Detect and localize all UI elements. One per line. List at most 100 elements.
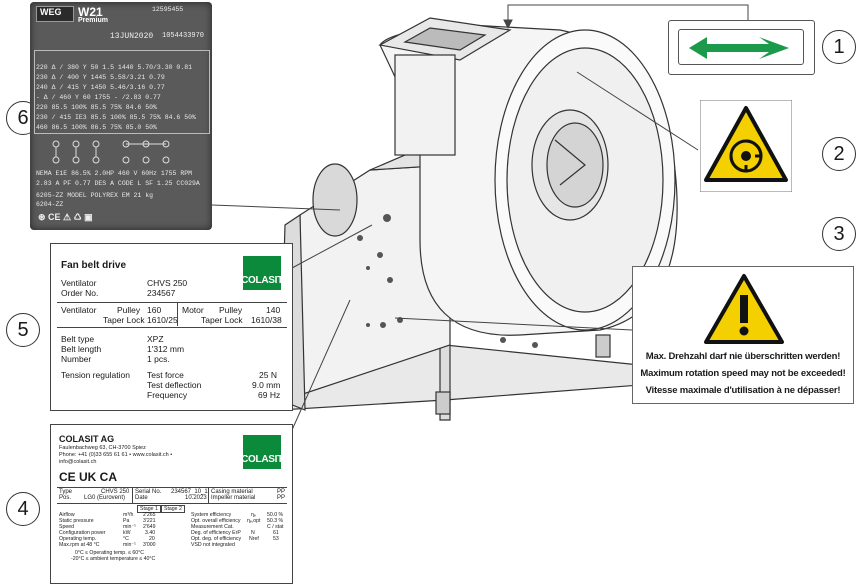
casing-value: PP [277,489,286,495]
tension-label: Tension regulation [61,370,130,380]
belt-length-value: 1'312 mm [147,344,185,354]
callout-1: 1 [822,30,856,64]
spec-label: Speed [59,524,75,530]
plate-row: 460 86.5 100% 86.5 75% 85.0 50% [36,124,157,131]
colasit-logo: COLASIT [241,256,283,290]
general-warning-icon [704,274,784,344]
spec-unit: kW [123,530,131,536]
frequency-value: 69 Hz [258,390,281,400]
efficiency-value: 53 [273,536,279,542]
plate-row: 230 Δ / 400 Y 1445 5.58/3.21 0.79 [36,74,165,81]
spec-unit: Pa [123,518,130,524]
impeller-value: PP [277,495,286,501]
impeller-label: Impeller material [211,495,256,501]
number-label: Number [61,354,92,364]
belt-type-value: XPZ [147,334,164,344]
efficiency-label: Opt. overall efficiency [191,518,241,524]
spec-label: Configuration power [59,530,106,536]
company-email: info@colasit.ch [59,459,97,465]
company-address: Faulenbachweg 63, CH-3700 Spiez [59,445,146,451]
test-force-value: 25 N [259,370,277,380]
plate-brand: WEG [40,7,62,17]
pulley-label: Pulley [117,305,141,315]
plate-line: Premium [78,17,108,24]
plate-row: 6205-ZZ MODEL POLYREX EM 21 kg [36,192,154,199]
rotating-parts-warning-icon [700,100,792,192]
pos-label: Pos. [59,495,72,501]
colasit-logo: COLASIT [241,435,283,469]
plate-row: 6204-ZZ [36,201,64,208]
plate-model: W21 [78,5,103,19]
spec-unit: min⁻¹ [123,542,136,548]
taper-label: Taper Lock [103,315,145,325]
efficiency-value: 61 [273,530,279,536]
number-value: 1 pcs. [147,354,170,364]
spec-value: 2'649 [143,524,156,530]
efficiency-symbol: ηₑ,opt [247,518,261,524]
vent-taper-value: 1610/25 [147,315,178,325]
spec-label: Airflow [59,512,75,518]
efficiency-label: VSD not integrated [191,542,235,548]
efficiency-symbol: ηₑ [251,512,256,518]
callout-5: 5 [6,313,40,347]
conformity-marks: CE UK CA [59,470,118,484]
date-value: 10.2023 [185,495,207,501]
callout-2: 2 [822,137,856,171]
type-value: CHVS 250 [101,489,130,495]
date-label: Date [135,495,148,501]
temp-range-ambient: -20°C ≤ ambient temperature ≤ 40°C [71,556,156,562]
test-deflection-value: 9.0 mm [252,380,281,390]
spec-value: 20 [149,536,155,542]
efficiency-symbol: N [251,530,255,536]
stage2-label: Stage 2 [161,505,185,513]
belt-length-label: Belt length [61,344,102,354]
plate-cert-marks: ⊛ CE ⚠ ♺ ▣ [38,212,93,222]
efficiency-symbol: Nref [249,536,259,542]
motor-pulley-value: 140 [266,305,281,315]
plate-row: 240 Δ / 415 Y 1450 5.46/3.16 0.77 [36,84,165,91]
wiring-diagram-icon [52,140,170,164]
fan-belt-title: Fan belt drive [61,260,127,271]
company-name: COLASIT AG [59,434,115,444]
callout-4: 4 [6,492,40,526]
plate-row: 220 Δ / 380 Y 50 1.5 1440 5.70/3.30 0.81 [36,64,193,71]
plate-row: 2.83 A PF 0.77 DES A CODE L SF 1.25 CC02… [36,180,200,187]
efficiency-label: Deg. of efficiency ErP [191,530,241,536]
frequency-label: Frequency [147,390,188,400]
motor-pulley-label: Pulley [219,305,243,315]
serial-value: 234567_10_1 [171,489,208,495]
efficiency-value: C / stat [267,524,284,530]
plate-row: 230 / 415 IE3 85.5 100% 85.5 75% 84.6 50… [36,114,196,121]
belt-type-label: Belt type [61,334,95,344]
spec-value: 3'000 [143,542,156,548]
order-value: 234567 [147,288,176,298]
colasit-product-label: COLASIT AG Faulenbachweg 63, CH-3700 Spi… [50,424,293,584]
plate-row: 220 85.5 100% 85.5 75% 84.6 50% [36,104,157,111]
plate-row: - Δ / 460 Y 60 1755 - /2.83 0.77 [36,94,161,101]
spec-value: 2'265 [143,512,156,518]
efficiency-value: 50.0 % [267,512,284,518]
temp-range-operating: 0°C ≤ Operating temp. ≤ 60°C [75,550,144,556]
company-contact: Phone: +41 (0)33 655 61 61 • www.colasit… [59,452,173,458]
plate-row: NEMA E1E 86.5% 2.0HP 460 V 60Hz 1755 RPM [36,170,193,177]
fan-belt-card: Fan belt drive COLASIT Ventilator CHVS 2… [50,243,293,411]
warning-text-de: Max. Drehzahl darf nie überschritten wer… [645,351,841,362]
stage1-label: Stage 1 [137,505,161,513]
motor-taper-label: Taper Lock [201,315,243,325]
casing-label: Casing material [211,489,253,495]
efficiency-value: 50.3 % [267,518,284,524]
plate-number: 1054433970 [162,32,205,40]
motor-label: Motor [182,305,204,315]
vent-pulley-value: 160 [147,305,162,315]
spec-value: 3.40 [145,530,156,536]
vent-pulley-label: Ventilator [61,305,97,315]
test-force-label: Test force [147,370,184,380]
spec-value: 3'221 [143,518,156,524]
motor-rating-plate: WEG W21 Premium 12595455 13JUN2020 10544… [30,2,212,230]
efficiency-label: System efficiency [191,512,232,518]
spec-label: Max.rpm at 48 °C [59,542,100,548]
efficiency-label: Opt. deg. of efficiency [191,536,242,542]
speed-warning-sign: Max. Drehzahl darf nie überschritten wer… [632,266,854,404]
motor-taper-value: 1610/38 [251,315,282,325]
